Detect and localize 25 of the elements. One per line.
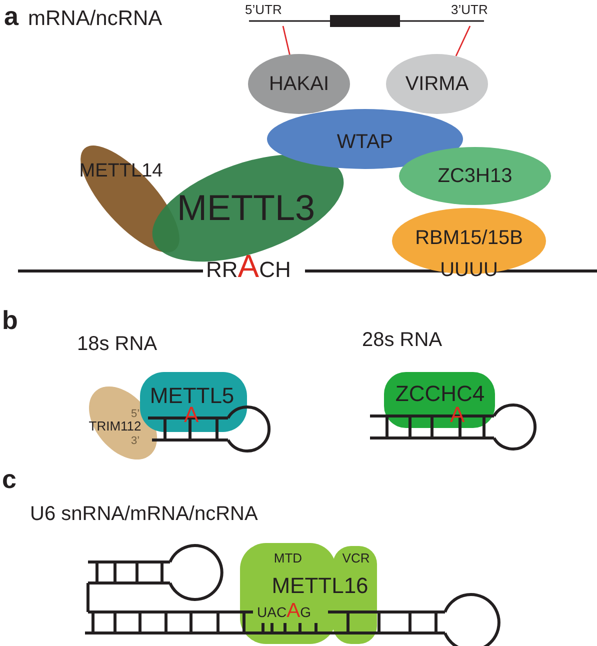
caption-text: U6 snRNA/mRNA/ncRNA <box>30 504 258 524</box>
caption-text: 5’ <box>131 409 140 420</box>
caption-text: mRNA/ncRNA <box>28 8 162 29</box>
protein-label: METTL16 <box>272 575 368 597</box>
panel-letter: a <box>4 3 18 29</box>
protein-label: VIRMA <box>405 74 469 94</box>
region-label: 3’UTR <box>451 3 488 16</box>
protein-label: VCR <box>342 552 370 564</box>
protein-label: RBM15/15B <box>415 228 523 248</box>
protein-label: ZC3H13 <box>438 166 512 186</box>
protein-label: HAKAI <box>268 74 330 94</box>
region-label: 5’UTR <box>245 3 282 16</box>
protein-label: METTL3 <box>176 190 316 226</box>
connector-line <box>282 26 291 56</box>
caption-text: 28s RNA <box>362 330 442 350</box>
connector-line <box>455 26 471 56</box>
sequence-text: UACAG <box>257 605 311 619</box>
caption-text: 3’ <box>131 436 140 447</box>
panel-letter: b <box>2 307 18 333</box>
protein-label: METTL5 <box>150 385 234 407</box>
protein-label: MTD <box>274 552 302 564</box>
protein-label: WTAP <box>336 132 394 152</box>
panel-letter: c <box>2 466 16 492</box>
caption-text: 18s RNA <box>77 334 158 354</box>
protein-label: ZCCHC4 <box>395 383 485 405</box>
